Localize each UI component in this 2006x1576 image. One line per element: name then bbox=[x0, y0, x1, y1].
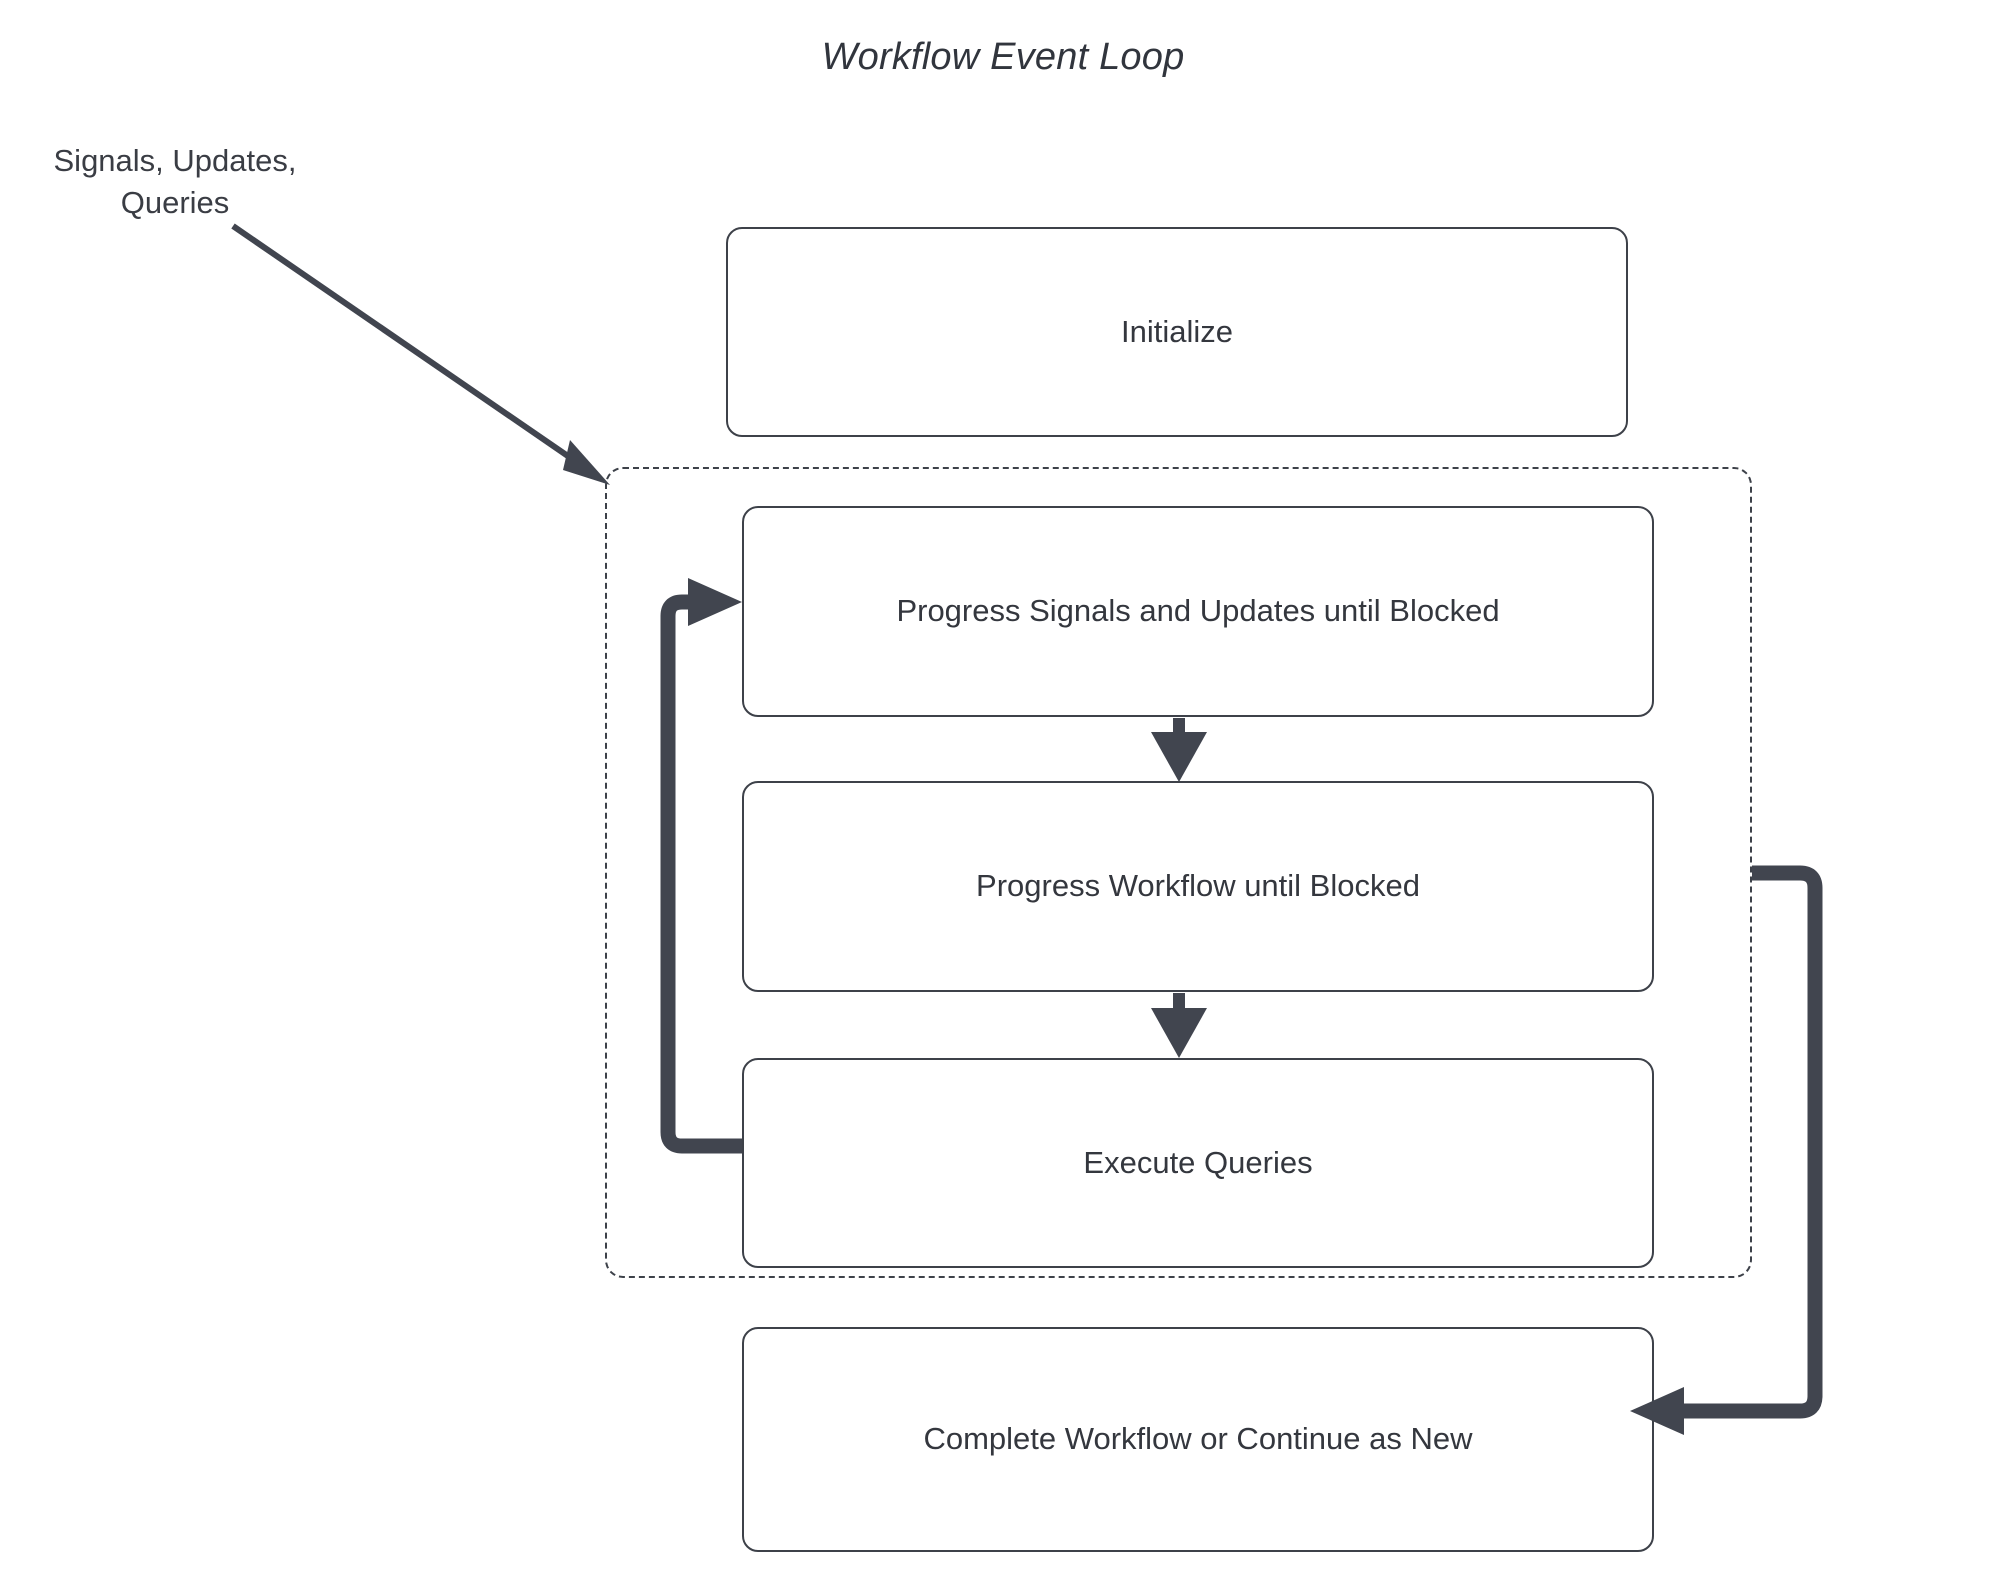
node-complete-workflow[interactable]: Complete Workflow or Continue as New bbox=[742, 1327, 1654, 1552]
edge-external-input-to-loop-icon bbox=[231, 223, 610, 485]
node-progress-signals-and-updates[interactable]: Progress Signals and Updates until Block… bbox=[742, 506, 1654, 717]
node-initialize[interactable]: Initialize bbox=[726, 227, 1628, 437]
node-execute-queries-label: Execute Queries bbox=[1083, 1144, 1313, 1180]
edge-progress-signals-to-workflow-icon bbox=[1151, 718, 1207, 782]
external-input-label: Signals, Updates, Queries bbox=[53, 143, 297, 220]
node-execute-queries[interactable]: Execute Queries bbox=[742, 1058, 1654, 1268]
node-progress-workflow[interactable]: Progress Workflow until Blocked bbox=[742, 781, 1654, 992]
edge-progress-workflow-to-execute-queries-icon bbox=[1151, 993, 1207, 1058]
edge-execute-queries-loop-back-icon bbox=[660, 578, 742, 1154]
node-complete-workflow-label: Complete Workflow or Continue as New bbox=[923, 1421, 1473, 1457]
node-initialize-label: Initialize bbox=[1121, 313, 1233, 349]
node-progress-signals-label: Progress Signals and Updates until Block… bbox=[896, 593, 1500, 629]
node-progress-workflow-label: Progress Workflow until Blocked bbox=[976, 868, 1420, 904]
page-title: Workflow Event Loop bbox=[821, 36, 1185, 78]
edge-loop-to-complete-icon bbox=[1630, 865, 1823, 1435]
